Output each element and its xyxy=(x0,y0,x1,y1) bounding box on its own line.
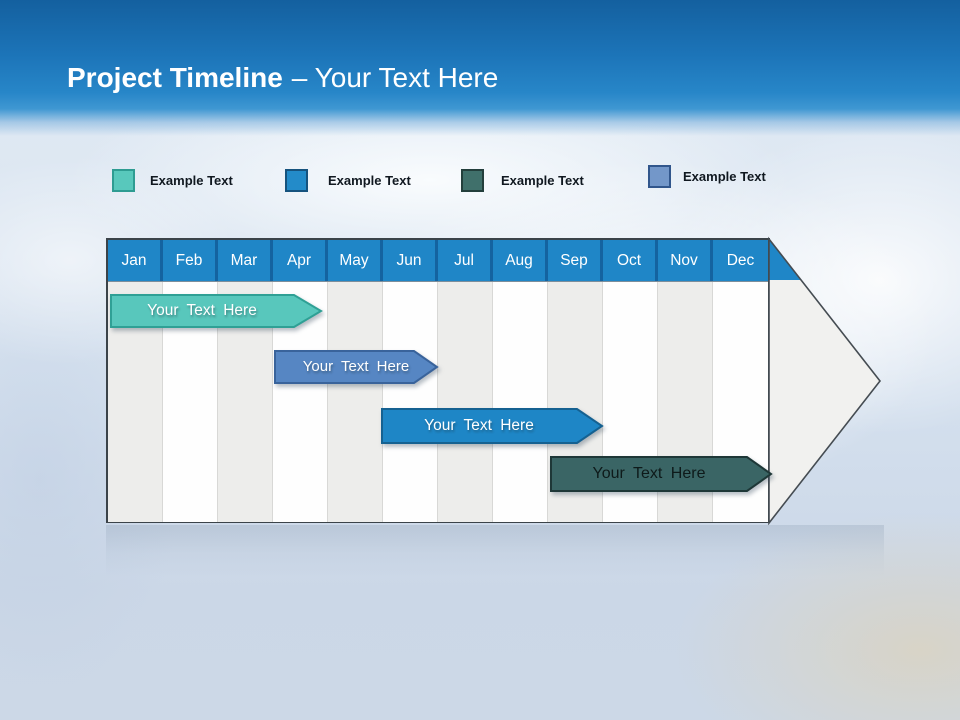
page-title: Project Timeline – Your Text Here xyxy=(67,60,498,95)
arrow-head-body xyxy=(769,239,880,523)
legend-item: Example Text xyxy=(648,165,766,188)
legend-swatch-teal xyxy=(112,169,135,192)
page-title-main: Project Timeline xyxy=(67,62,283,93)
month-cell: Aug xyxy=(493,240,548,281)
legend-item: Example Text xyxy=(285,169,411,192)
task-bar-4: Your Text Here xyxy=(550,456,774,492)
legend-item: Example Text xyxy=(112,169,233,192)
table-reflection xyxy=(106,525,884,577)
title-band xyxy=(0,0,960,136)
legend-item: Example Text xyxy=(461,169,584,192)
page-title-suffix: – Your Text Here xyxy=(291,62,499,93)
column-stripe xyxy=(438,282,493,522)
legend-label: Example Text xyxy=(683,169,766,184)
legend-swatch-blue xyxy=(285,169,308,192)
legend-swatch-dark-teal xyxy=(461,169,484,192)
task-bar-label: Your Text Here xyxy=(147,302,257,319)
task-bar-label: Your Text Here xyxy=(424,417,534,434)
column-stripe xyxy=(493,282,548,522)
month-cell: Jul xyxy=(438,240,493,281)
task-bar-1: Your Text Here xyxy=(110,294,324,328)
month-cell: Jun xyxy=(383,240,438,281)
month-cell: May xyxy=(328,240,383,281)
timeline-arrow-head xyxy=(768,236,882,526)
legend-label: Example Text xyxy=(328,173,411,188)
legend-label: Example Text xyxy=(501,173,584,188)
month-header-row: Jan Feb Mar Apr May Jun Jul Aug Sep Oct … xyxy=(108,240,768,282)
month-cell: Feb xyxy=(163,240,218,281)
timeline-chart: Jan Feb Mar Apr May Jun Jul Aug Sep Oct … xyxy=(106,238,770,523)
column-stripe xyxy=(328,282,383,522)
month-cell: Sep xyxy=(548,240,603,281)
month-cell: Apr xyxy=(273,240,328,281)
legend-swatch-blue-gray xyxy=(648,165,671,188)
month-cell: Nov xyxy=(658,240,713,281)
task-bar-label: Your Text Here xyxy=(302,358,410,375)
month-cell: Mar xyxy=(218,240,273,281)
month-cell: Dec xyxy=(726,251,755,269)
column-stripe xyxy=(383,282,438,522)
legend-label: Example Text xyxy=(150,173,233,188)
arrow-head-outline xyxy=(768,236,882,526)
month-cell: Oct xyxy=(603,240,658,281)
month-cell: Jan xyxy=(108,240,163,281)
task-bar-3: Your Text Here xyxy=(381,408,605,444)
task-bar-label: Your Text Here xyxy=(592,465,706,482)
task-bar-2: Your Text Here xyxy=(274,350,440,384)
